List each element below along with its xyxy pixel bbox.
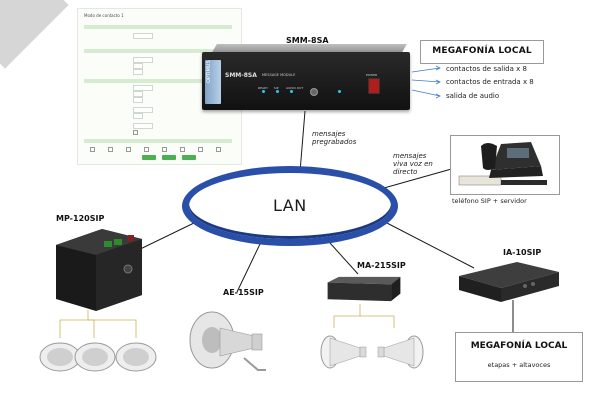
output-contacts-label: contactos de salida x 8 bbox=[446, 65, 527, 73]
link-smm-lan bbox=[299, 110, 306, 173]
web-panel-section-header bbox=[84, 25, 232, 29]
web-panel-field[interactable] bbox=[133, 91, 143, 97]
link-lan-ae bbox=[236, 243, 261, 293]
web-panel-checkbox[interactable] bbox=[126, 147, 131, 152]
local-pa-box-bottom: MEGAFONÍA LOCAL etapas + altavoces bbox=[455, 332, 583, 382]
device-faceplate-subtitle: MESSAGE MODULE bbox=[262, 73, 296, 77]
ma-horn-wires bbox=[333, 304, 395, 328]
status-led bbox=[276, 90, 279, 93]
live-voice-line-2: viva voz en bbox=[393, 160, 433, 168]
web-panel-checkbox[interactable] bbox=[133, 130, 138, 135]
web-panel-field[interactable] bbox=[133, 69, 143, 75]
web-panel-checkbox[interactable] bbox=[180, 147, 185, 152]
power-switch[interactable] bbox=[368, 78, 380, 94]
web-panel-field[interactable] bbox=[133, 97, 143, 103]
link-lan-ia bbox=[384, 221, 475, 269]
recorded-messages-line-1: mensajes bbox=[312, 130, 346, 138]
ma-label: MA-215SIP bbox=[357, 261, 406, 270]
status-led bbox=[262, 90, 265, 93]
input-contacts-label: contactos de entrada x 8 bbox=[446, 78, 534, 86]
ae-label: AE-15SIP bbox=[223, 288, 264, 297]
ia-label: IA-10SIP bbox=[503, 248, 542, 257]
power-label: POWER bbox=[366, 73, 378, 77]
dual-horn-speakers-icon bbox=[320, 335, 424, 369]
local-pa-title-top: MEGAFONÍA LOCAL bbox=[432, 46, 532, 56]
web-panel-section-header bbox=[84, 139, 232, 143]
local-pa-title-bottom: MEGAFONÍA LOCAL bbox=[470, 341, 568, 351]
lan-label: LAN bbox=[273, 196, 307, 215]
live-voice-line-1: mensajes bbox=[393, 152, 427, 160]
web-panel-checkbox[interactable] bbox=[162, 147, 167, 152]
lan-ring bbox=[182, 166, 398, 246]
output-arrows bbox=[411, 65, 441, 99]
web-panel-section-header bbox=[84, 79, 232, 83]
recorded-messages-line-2: pregrabados bbox=[312, 138, 357, 146]
ia-10sip-device-icon bbox=[459, 262, 559, 302]
brand-plate bbox=[205, 60, 221, 104]
power-led bbox=[338, 90, 341, 93]
live-voice-label: mensajes viva voz en directo bbox=[393, 152, 433, 176]
recorded-messages-label: mensajes pregrabados bbox=[312, 130, 356, 146]
web-panel-button-2[interactable] bbox=[162, 155, 176, 160]
web-panel-field[interactable] bbox=[133, 85, 153, 91]
local-pa-subtitle-bottom: etapas + altavoces bbox=[487, 361, 551, 369]
led-label-audio: AUDIO OUT bbox=[286, 86, 304, 90]
led-label-ready: READY bbox=[258, 86, 269, 90]
sip-phone-caption: teléfono SIP + servidor bbox=[452, 197, 527, 205]
web-panel-field[interactable] bbox=[133, 123, 153, 129]
web-panel-field[interactable] bbox=[133, 63, 143, 69]
web-panel-button-1[interactable] bbox=[142, 155, 156, 160]
web-panel-checkbox[interactable] bbox=[144, 147, 149, 152]
web-panel-checkbox[interactable] bbox=[90, 147, 95, 152]
link-lan-phone bbox=[383, 167, 456, 189]
web-panel-checkbox[interactable] bbox=[108, 147, 113, 152]
sip-phone-box bbox=[450, 135, 560, 195]
web-panel-field[interactable] bbox=[133, 57, 153, 63]
web-panel-field[interactable] bbox=[133, 107, 153, 113]
device-faceplate-model: SMM-8SA bbox=[225, 72, 257, 79]
web-panel-checkbox[interactable] bbox=[216, 147, 221, 152]
link-lan-ma bbox=[329, 242, 359, 275]
audio-output-label: salida de audio bbox=[446, 92, 500, 100]
mp-120sip-device-icon bbox=[56, 229, 142, 311]
volume-knob[interactable] bbox=[310, 88, 318, 96]
web-panel-field[interactable] bbox=[133, 33, 153, 39]
mp-label: MP-120SIP bbox=[56, 214, 105, 223]
ma-215sip-device-icon bbox=[327, 276, 401, 302]
web-panel-title: Modo de contacto 1 bbox=[84, 13, 124, 18]
status-led bbox=[290, 90, 293, 93]
web-panel-field[interactable] bbox=[133, 113, 143, 119]
local-pa-box-top: MEGAFONÍA LOCAL bbox=[420, 40, 544, 64]
web-panel-button-3[interactable] bbox=[182, 155, 196, 160]
brand-logo-text: OPTIMUS bbox=[206, 60, 212, 83]
live-voice-line-3: directo bbox=[393, 168, 418, 176]
ceiling-speakers-icon bbox=[39, 342, 157, 372]
mp-speaker-wires bbox=[59, 310, 137, 338]
web-panel-checkbox[interactable] bbox=[198, 147, 203, 152]
web-panel-section-header bbox=[84, 49, 232, 53]
horn-speaker-icon bbox=[189, 311, 266, 371]
smm-label: SMM-8SA bbox=[286, 36, 329, 45]
sip-phone-icon bbox=[458, 142, 547, 186]
led-label-sip: SIP bbox=[274, 86, 279, 90]
